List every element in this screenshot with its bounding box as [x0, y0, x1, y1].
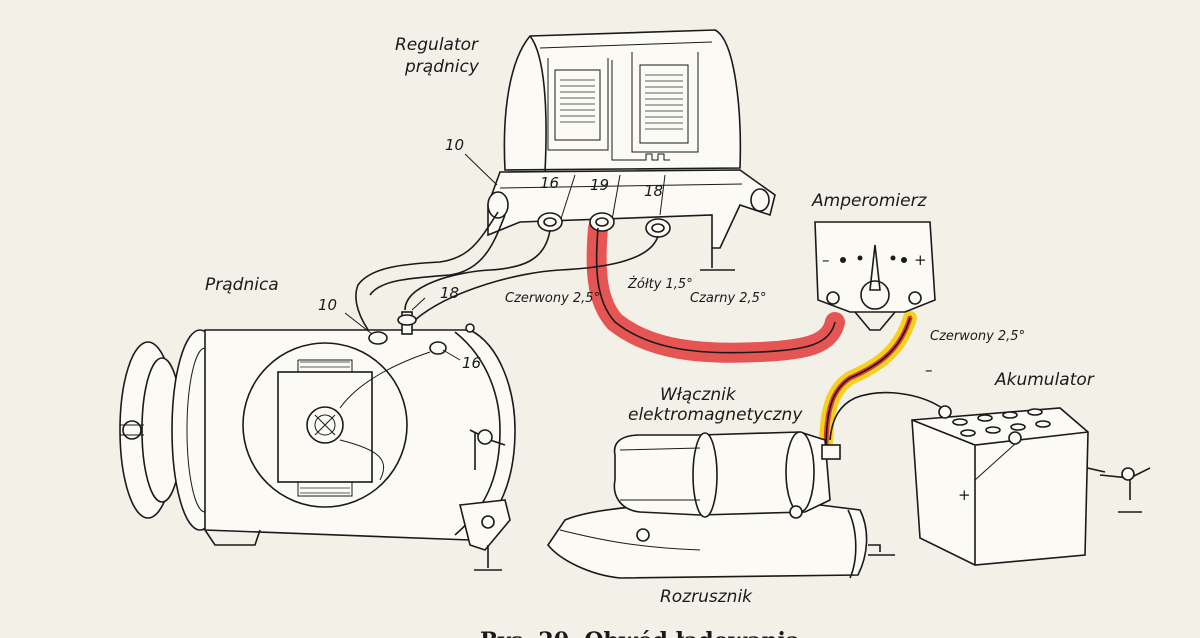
ammeter-minus-symbol: –: [822, 251, 830, 269]
generator-ground-icon: [474, 545, 502, 571]
wire-label-red-ammeter: Czerwony 2,5°: [930, 329, 1025, 344]
solenoid-label-line2: elektromagnetyczny: [628, 405, 803, 425]
generator-terminal-leaders: [344, 297, 461, 361]
ammeter-label: Amperomierz: [811, 191, 928, 211]
regulator-10-leader: [464, 153, 498, 186]
regulator: [487, 29, 776, 271]
regulator-ground-icon: [700, 248, 735, 271]
battery: [911, 405, 1151, 566]
battery-plus-symbol: +: [958, 486, 971, 504]
regulator-terminal-19: 19: [590, 176, 609, 194]
battery-minus-symbol: –: [925, 361, 933, 379]
generator-terminal-10: 10: [318, 296, 337, 314]
solenoid: [613, 431, 841, 519]
generator-terminal-18: 18: [440, 284, 459, 302]
generator-label: Prądnica: [205, 275, 279, 295]
generator-terminal-16: 16: [462, 354, 481, 372]
starter-ground-icon: [868, 544, 895, 556]
regulator-terminal-18: 18: [644, 182, 663, 200]
solenoid-label-line1: Włącznik: [660, 385, 737, 405]
regulator-coil-left: [547, 58, 609, 151]
regulator-terminal-16: 16: [540, 174, 559, 192]
regulator-label-line2: prądnicy: [404, 57, 480, 77]
regulator-label-line1: Regulator: [395, 35, 479, 55]
ammeter-plus-symbol: +: [914, 251, 927, 269]
generator: [119, 311, 516, 571]
wire-label-yellow: Żółty 1,5°: [627, 276, 693, 292]
regulator-ground-terminal-10: 10: [445, 136, 464, 154]
wire-label-red-regulator: Czerwony 2,5°: [505, 291, 600, 306]
ammeter: [814, 221, 936, 331]
regulator-coil-right: [611, 52, 699, 161]
starter-motor: [547, 502, 895, 579]
wire-label-black: Czarny 2,5°: [690, 291, 766, 306]
figure-caption: Rys. 20. Obwód ładowania: [480, 628, 800, 638]
starter-label: Rozrusznik: [660, 587, 753, 607]
battery-label: Akumulator: [994, 370, 1095, 390]
